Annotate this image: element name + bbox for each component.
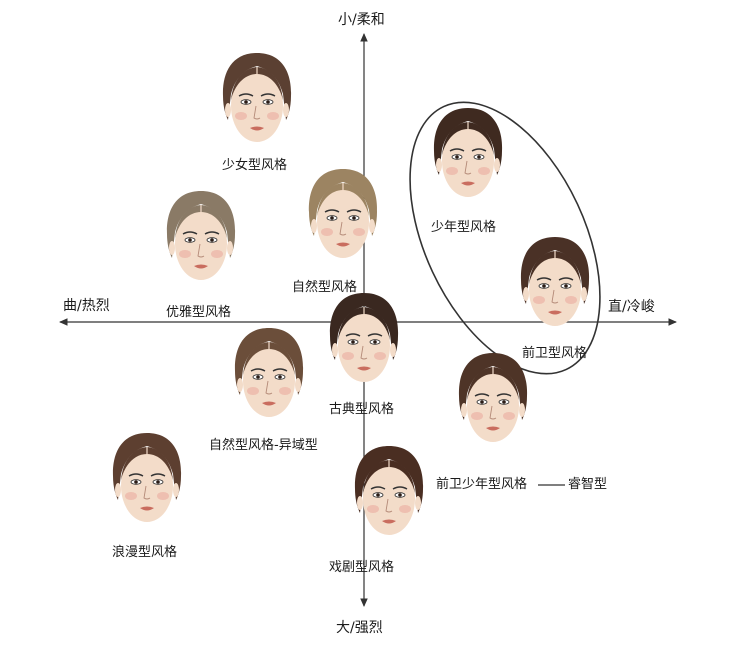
- label-ziran: 自然型风格: [292, 280, 358, 295]
- face-illustration-ziran: [303, 166, 383, 271]
- label-gudian: 古典型风格: [329, 402, 395, 417]
- label-xiju: 戏剧型风格: [329, 560, 395, 575]
- label-ziran-yiyu: 自然型风格-异域型: [209, 438, 318, 453]
- face-illustration-qianwei: [515, 234, 595, 339]
- face-illustration-ziran-yiyu: [229, 325, 309, 430]
- face-illustration-shaonv: [217, 50, 297, 155]
- label-qianwei-shaonian: 前卫少年型风格: [436, 477, 528, 492]
- face-illustration-langman: [107, 430, 187, 535]
- axis-label-right: 直/冷峻: [608, 299, 655, 315]
- axis-label-bottom: 大/强烈: [336, 620, 383, 636]
- label-qianwei: 前卫型风格: [522, 346, 588, 361]
- face-illustration-xiju: [349, 443, 429, 548]
- axis-label-top: 小/柔和: [338, 12, 385, 28]
- label-shaonv: 少女型风格: [222, 158, 288, 173]
- face-illustration-shaonian: [428, 105, 508, 210]
- face-illustration-qianwei-shaonian: [453, 350, 533, 455]
- label-ruizhi: 睿智型: [568, 477, 608, 492]
- face-illustration-youya: [161, 188, 241, 293]
- axis-label-left: 曲/热烈: [63, 298, 110, 314]
- label-youya: 优雅型风格: [166, 305, 232, 320]
- face-illustration-gudian: [324, 290, 404, 395]
- label-langman: 浪漫型风格: [112, 545, 178, 560]
- grouping-ellipse: [409, 101, 601, 375]
- label-shaonian: 少年型风格: [431, 220, 497, 235]
